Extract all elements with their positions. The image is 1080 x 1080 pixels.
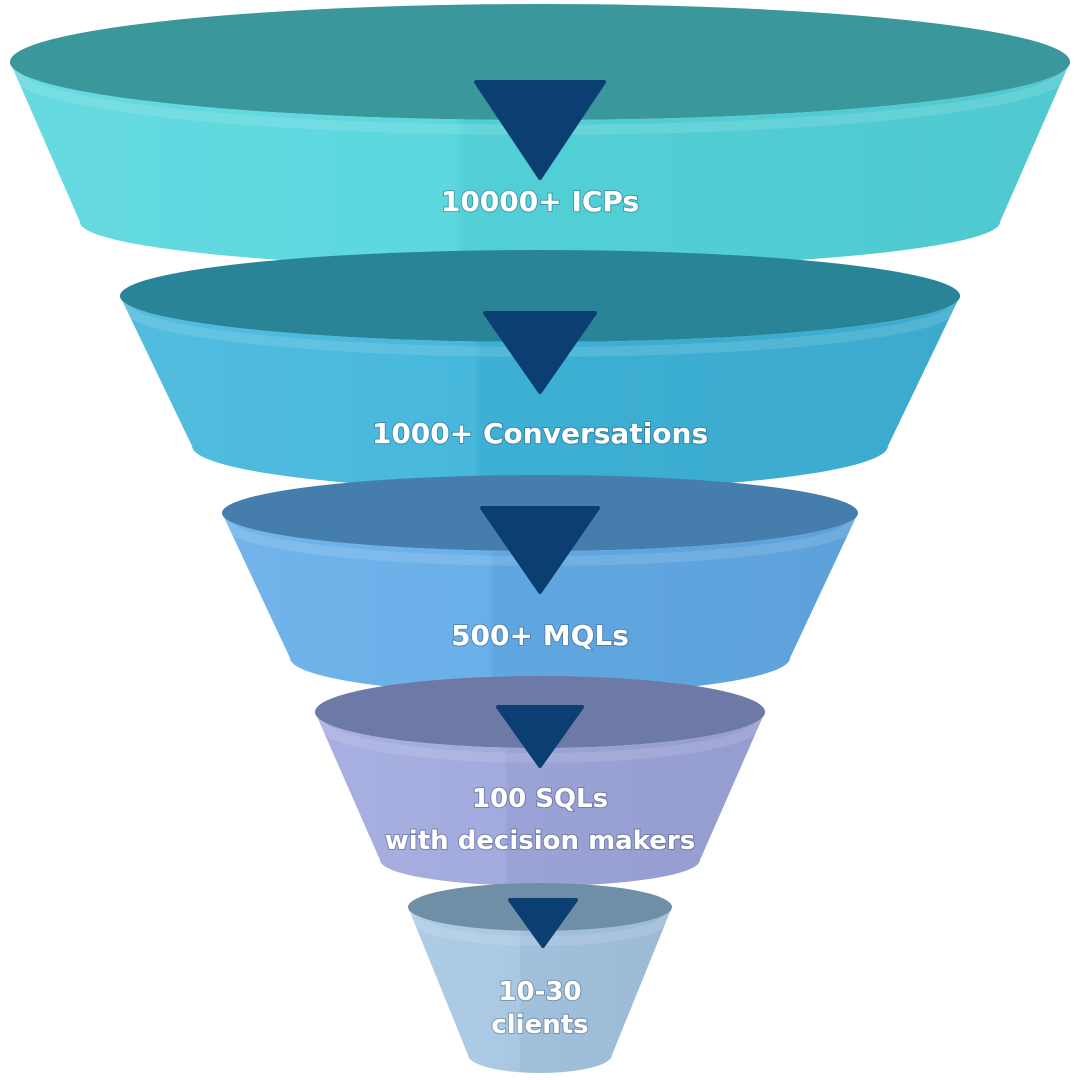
down-arrow-icon <box>483 311 597 394</box>
funnel-stage-2: 1000+ Conversations <box>120 250 960 490</box>
down-arrow-icon <box>480 506 600 594</box>
funnel-stage-opening <box>120 250 960 342</box>
funnel-stage-opening <box>10 4 1070 120</box>
funnel-stage-sheen <box>222 513 858 694</box>
down-arrow-icon <box>496 705 584 768</box>
funnel-stage-4: 100 SQLs with decision makers <box>315 676 765 886</box>
down-arrow-icon <box>508 898 578 948</box>
funnel-stage-label: 1000+ Conversations <box>372 417 708 450</box>
funnel-stage-3: 500+ MQLs <box>222 475 858 694</box>
funnel-stage-sheen <box>408 907 672 1073</box>
down-arrow-icon <box>474 80 606 180</box>
funnel-stage-label: clients <box>491 1010 588 1040</box>
funnel-stage-label: 100 SQLs <box>472 784 608 814</box>
funnel-stage-label: 10000+ ICPs <box>441 185 639 218</box>
funnel-stage-sheen <box>315 712 765 886</box>
funnel-stage-1: 10000+ ICPs <box>10 4 1070 268</box>
funnel-stage-label: 10-30 <box>498 977 581 1007</box>
funnel-stage-label: with decision makers <box>385 826 695 856</box>
funnel-stage-label: 500+ MQLs <box>451 619 629 652</box>
